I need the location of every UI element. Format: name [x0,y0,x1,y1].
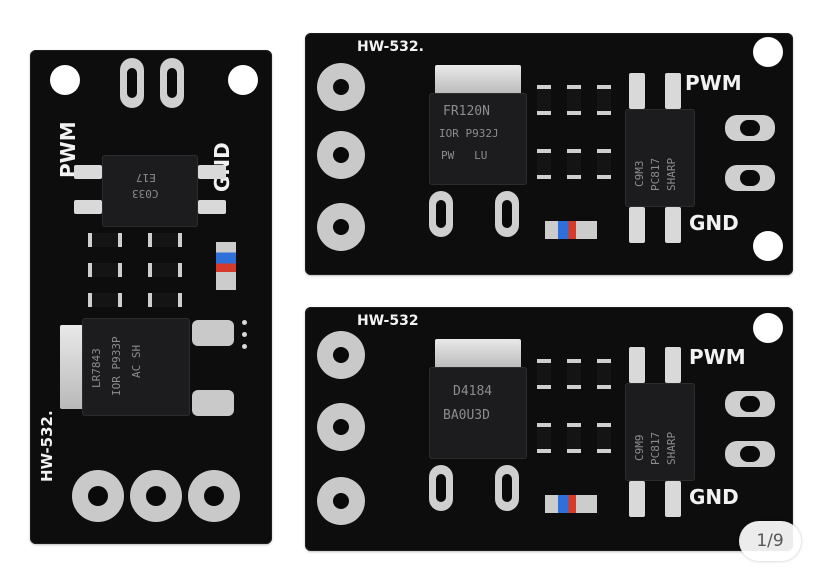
chip-pin [198,200,226,214]
mosfet-lead-pad [192,320,234,346]
mosfet-heat-tab [435,65,521,95]
mounting-hole [753,231,783,261]
smd-led [537,359,551,389]
mosfet-lead-pad [495,465,519,511]
chip-marking: C9M9 [633,434,646,462]
mounting-hole [228,65,258,95]
image-pager-badge[interactable]: 1/9 [739,521,801,561]
terminal-hole [333,79,349,95]
pwm-label: PWM [685,71,742,95]
mosfet-lead-pad [429,191,453,237]
signal-pad [725,165,775,191]
mosfet-chip: D4184 BA0U3D [429,367,527,459]
smd-resistor [567,149,581,179]
mosfet-lead-pad [495,191,519,237]
optocoupler-chip: C9M9 PC817 SHARP [625,383,695,481]
signal-pad [725,115,775,141]
chip-marking: IOR P932J [439,127,499,140]
model-label: HW-532. [38,410,56,482]
smd-resistor [567,359,581,389]
chip-marking: C033 [132,187,159,200]
chip-pin [198,165,226,179]
chip-marking: AC SH [130,344,143,378]
via [242,344,247,349]
terminal-hole [204,486,224,506]
chip-marking: E17 [136,171,156,184]
smd-resistor [597,423,611,453]
terminal-hole [333,219,349,235]
smd-resistor [567,85,581,115]
chip-pin [74,165,102,179]
mounting-hole [753,313,783,343]
chip-pin [629,347,645,383]
via [242,320,247,325]
mounting-hole [50,65,80,95]
chip-pin [665,73,681,109]
signal-pad [120,58,144,108]
mosfet-chip: FR120N IOR P932J PW LU [429,93,527,185]
chip-marking: BA0U3D [443,408,490,423]
terminal-hole [333,347,349,363]
smd-led [537,85,551,115]
terminal-hole [146,486,166,506]
terminal-hole [333,493,349,509]
terminal-hole [88,486,108,506]
smd-diode [216,242,236,290]
chip-marking: PC817 [649,431,662,465]
smd-diode [545,221,597,239]
smd-resistor [148,233,182,247]
terminal-hole [333,147,349,163]
optocoupler-chip: E17 C033 [102,155,198,227]
mosfet-heat-tab [435,339,521,369]
chip-pin [665,207,681,243]
smd-resistor [597,359,611,389]
chip-marking: C9M3 [633,160,646,188]
chip-marking: SHARP [665,157,678,191]
smd-resistor [148,263,182,277]
chip-pin [74,200,102,214]
top-right-mosfet-board: HW-532. FR120N IOR P932J PW LU C9M3 PC81… [305,33,793,275]
smd-resistor [537,423,551,453]
chip-marking: SHARP [665,431,678,465]
smd-resistor [597,85,611,115]
smd-resistor [537,149,551,179]
model-label: HW-532. [357,39,424,55]
smd-diode [545,495,597,513]
chip-pin [629,73,645,109]
via [242,332,247,337]
chip-marking: FR120N [443,104,490,119]
mosfet-lead-pad [429,465,453,511]
smd-resistor [567,423,581,453]
gnd-label: GND [689,485,739,509]
gnd-label: GND [689,211,739,235]
model-label: HW-532 [357,313,419,329]
chip-marking: D4184 [453,384,493,399]
smd-resistor [88,263,122,277]
bottom-right-mosfet-board: HW-532 D4184 BA0U3D C9M9 PC817 SHARP PWM… [305,307,793,551]
mounting-hole [753,37,783,67]
optocoupler-chip: C9M3 PC817 SHARP [625,109,695,207]
chip-pin [665,481,681,517]
chip-marking: LR7843 [90,348,103,388]
smd-resistor [597,149,611,179]
smd-resistor [148,293,182,307]
chip-marking: PC817 [649,157,662,191]
smd-resistor [88,233,122,247]
signal-pad [725,391,775,417]
mosfet-lead-pad [192,390,234,416]
chip-marking: IOR P933P [110,336,123,396]
chip-marking: PW LU [441,149,488,162]
signal-pad [725,441,775,467]
pwm-label: PWM [689,345,746,369]
chip-pin [665,347,681,383]
signal-pad [160,58,184,108]
terminal-hole [333,419,349,435]
smd-resistor [88,293,122,307]
chip-pin [629,207,645,243]
chip-pin [629,481,645,517]
mosfet-chip: LR7843 IOR P933P AC SH [82,318,190,416]
left-mosfet-board: PWM GND E17 C033 LR7843 IOR P933P AC SH … [30,50,272,544]
